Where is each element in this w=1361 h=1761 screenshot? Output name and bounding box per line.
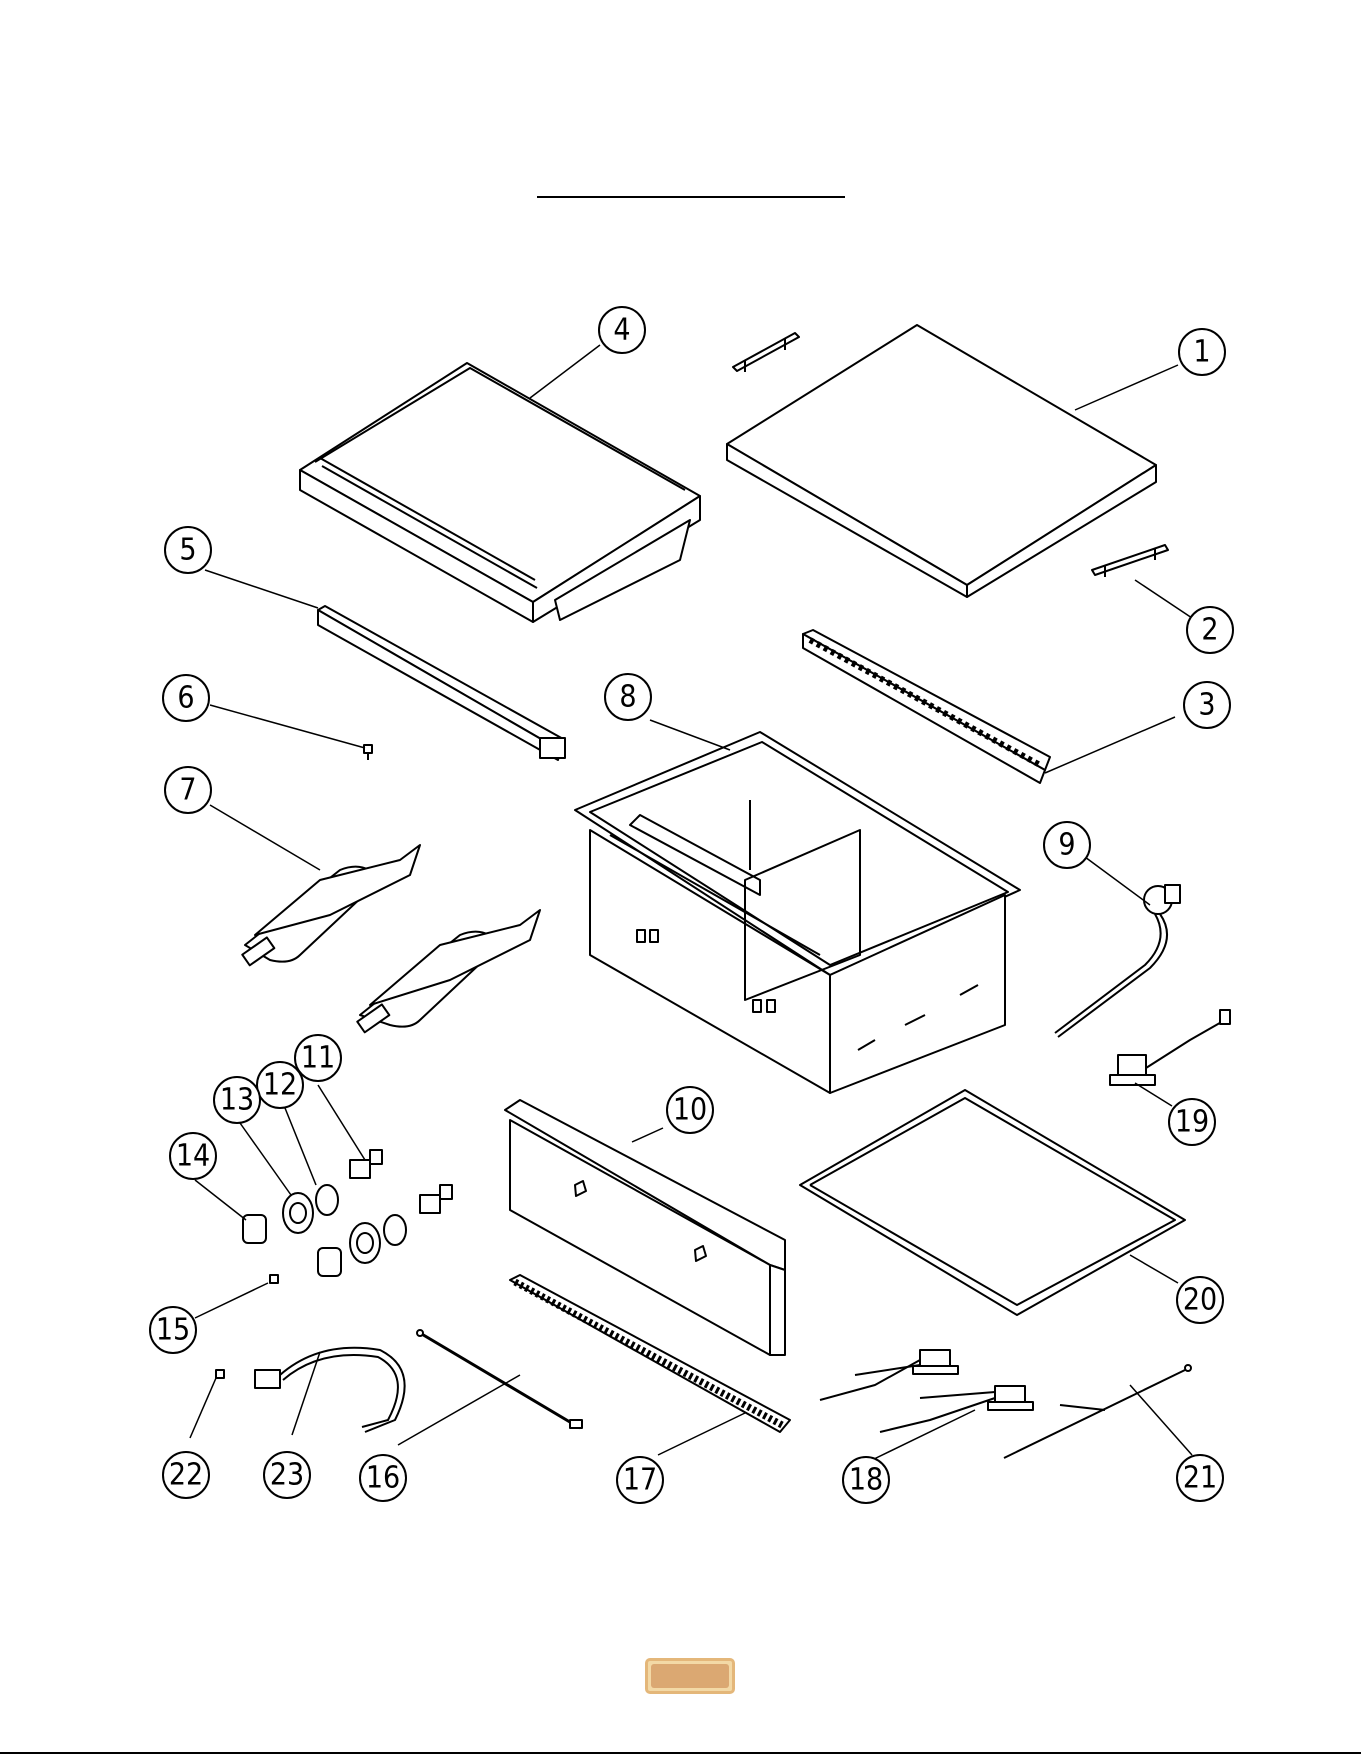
drip-tray-part <box>800 1090 1185 1315</box>
screw-6-part <box>364 745 372 760</box>
knob-assembly-parts <box>243 1150 452 1276</box>
callout-label: 16 <box>366 1461 400 1496</box>
callout-label: 5 <box>179 533 196 568</box>
callout-1: 1 <box>1179 329 1225 375</box>
callout-label: 3 <box>1198 688 1215 723</box>
callout-label: 17 <box>623 1463 657 1498</box>
footer-rule <box>0 1752 1361 1754</box>
callout-17: 17 <box>617 1457 663 1503</box>
callout-21: 21 <box>1177 1455 1223 1501</box>
manifold-part <box>417 1330 582 1428</box>
callout-label: 23 <box>270 1458 304 1493</box>
callout-label: 10 <box>673 1093 707 1128</box>
callout-label: 19 <box>1175 1105 1209 1140</box>
control-panel-part <box>505 1100 785 1355</box>
callout-label: 12 <box>263 1068 297 1103</box>
page-number-badge <box>645 1658 735 1694</box>
regulator-part <box>1055 885 1180 1037</box>
callout-4: 4 <box>599 307 645 353</box>
callout-label: 6 <box>177 681 194 716</box>
callout-label: 11 <box>301 1041 335 1076</box>
transformer-part <box>1110 1010 1230 1085</box>
callout-6: 6 <box>163 675 209 721</box>
callout-2: 2 <box>1187 607 1233 653</box>
callout-23: 23 <box>264 1452 310 1498</box>
callout-16: 16 <box>360 1455 406 1501</box>
callout-label: 7 <box>179 773 196 808</box>
callout-18: 18 <box>843 1457 889 1503</box>
callout-15: 15 <box>150 1307 196 1353</box>
callout-7: 7 <box>165 767 211 813</box>
callout-label: 13 <box>220 1083 254 1118</box>
grease-trough-part <box>318 606 565 760</box>
callout-19: 19 <box>1169 1099 1215 1145</box>
grate-strip-part <box>803 630 1050 783</box>
callout-9: 9 <box>1044 822 1090 868</box>
callout-label: 18 <box>849 1463 883 1498</box>
callout-8: 8 <box>605 674 651 720</box>
callout-3: 3 <box>1184 682 1230 728</box>
firebox-part <box>575 732 1020 1093</box>
igniter-module-parts <box>820 1350 1033 1432</box>
callout-label: 4 <box>613 313 630 348</box>
callout-label: 22 <box>169 1458 203 1493</box>
burners-part <box>242 845 540 1032</box>
callout-label: 8 <box>619 680 636 715</box>
page-number-badge-fill <box>651 1664 729 1688</box>
callout-label: 20 <box>1183 1283 1217 1318</box>
callout-14: 14 <box>170 1133 216 1179</box>
callout-label: 9 <box>1058 828 1075 863</box>
callout-5: 5 <box>165 527 211 573</box>
callout-label: 15 <box>156 1313 190 1348</box>
callout-label: 21 <box>1183 1461 1217 1496</box>
wire-part <box>1004 1365 1191 1458</box>
callout-label: 14 <box>176 1139 210 1174</box>
cover-part <box>727 325 1156 597</box>
griddle-plate-part <box>300 363 700 622</box>
callout-20: 20 <box>1177 1277 1223 1323</box>
callout-12: 12 <box>257 1062 303 1108</box>
callout-label: 1 <box>1193 335 1210 370</box>
gas-hose-part <box>255 1348 405 1432</box>
screw-22-part <box>216 1370 224 1378</box>
callout-11: 11 <box>295 1035 341 1081</box>
callout-10: 10 <box>667 1087 713 1133</box>
callout-22: 22 <box>163 1452 209 1498</box>
callout-13: 13 <box>214 1077 260 1123</box>
screw-15-part <box>270 1275 278 1283</box>
callout-label: 2 <box>1201 613 1218 648</box>
